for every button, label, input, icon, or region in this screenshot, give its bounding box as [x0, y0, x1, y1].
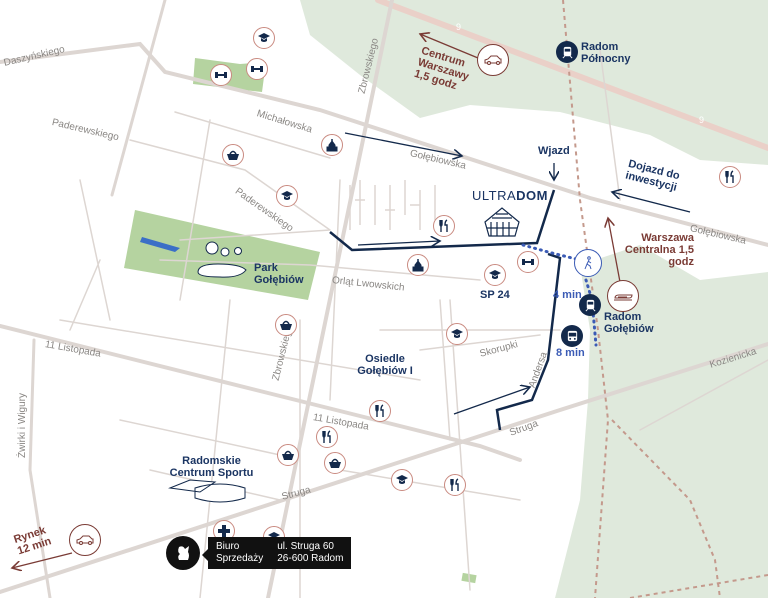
shop-poi[interactable]	[277, 444, 299, 466]
train-icon	[584, 299, 597, 312]
church-poi[interactable]	[407, 254, 429, 276]
gym-poi[interactable]	[517, 251, 539, 273]
sales-office-title: Biuro	[216, 541, 240, 552]
access-route	[329, 189, 562, 431]
pedestrian-icon	[584, 256, 592, 270]
restaurant-poi[interactable]	[719, 166, 741, 188]
bus-time-label: 8 min	[556, 347, 585, 359]
griffin-logo-icon	[166, 536, 200, 570]
restaurant-poi[interactable]	[444, 474, 466, 496]
building-outlines	[349, 180, 436, 230]
graduation-cap-icon	[257, 31, 271, 45]
shopping-basket-icon	[281, 448, 295, 462]
fork-knife-icon	[437, 219, 451, 233]
svg-text:9: 9	[456, 22, 461, 32]
bus-stop[interactable]	[561, 325, 583, 347]
car-icon	[483, 53, 503, 67]
shopping-basket-icon	[328, 456, 342, 470]
high-speed-train-icon	[613, 289, 633, 303]
road-9	[375, 0, 768, 151]
restaurant-poi[interactable]	[369, 400, 391, 422]
walk-time-label: 4 min	[553, 289, 582, 301]
graduation-cap-icon	[450, 327, 464, 341]
graduation-cap-icon	[395, 473, 409, 487]
restaurant-poi[interactable]	[433, 215, 455, 237]
dumbbell-icon	[250, 62, 264, 76]
sport-center-label: Radomskie Centrum Sportu	[169, 455, 254, 479]
sales-office-postcode: 26-600 Radom	[277, 553, 344, 564]
sport-center-building-icon	[168, 479, 246, 503]
fork-knife-icon	[448, 478, 462, 492]
train-station-radom-golebiow[interactable]	[579, 294, 601, 316]
sp24-label: SP 24	[480, 289, 510, 301]
park-label: Park Gołębiów	[254, 262, 304, 286]
osiedle-label: Osiedle Gołębiów I	[357, 353, 413, 377]
railway	[562, 0, 768, 598]
ultradom-logo: ULTRADOM	[472, 188, 548, 203]
fork-knife-icon	[320, 430, 334, 444]
fork-knife-icon	[723, 170, 737, 184]
street-label-zwirki-i-wigury: Żwirki i Wigury	[17, 393, 28, 458]
dumbbell-icon	[214, 68, 228, 82]
shop-poi[interactable]	[324, 452, 346, 474]
shop-poi[interactable]	[275, 314, 297, 336]
restaurant-poi[interactable]	[316, 426, 338, 448]
church-icon	[325, 138, 339, 152]
direction-arrows	[12, 34, 691, 568]
graduation-cap-icon	[280, 189, 294, 203]
park-trees-icon	[197, 241, 247, 278]
train-station-radom-polnocny[interactable]	[556, 41, 578, 63]
warszawa-centralna-label: Warszawa Centralna 1,5 godz	[624, 232, 694, 268]
svg-text:9: 9	[699, 115, 704, 125]
walking-route	[521, 243, 598, 347]
school-poi[interactable]	[484, 264, 506, 286]
gym-poi[interactable]	[246, 58, 268, 80]
car-marker-warszawa[interactable]	[477, 44, 509, 76]
shopping-basket-icon	[226, 148, 240, 162]
church-icon	[411, 258, 425, 272]
school-poi[interactable]	[276, 185, 298, 207]
gym-poi[interactable]	[210, 64, 232, 86]
bus-icon	[566, 330, 579, 343]
fork-knife-icon	[373, 404, 387, 418]
road-number-badges: 9 9	[456, 22, 704, 125]
radom-golebiow-label: Radom Gołębiów	[604, 311, 654, 335]
pond	[140, 237, 180, 252]
school-poi[interactable]	[446, 323, 468, 345]
shopping-basket-icon	[279, 318, 293, 332]
train-marker-warszawa-centralna[interactable]	[607, 280, 639, 312]
school-poi[interactable]	[253, 27, 275, 49]
sales-office-title-2: Sprzedaży	[216, 553, 264, 564]
sales-office-address: ul. Struga 60	[277, 541, 334, 552]
walking-marker[interactable]	[574, 249, 602, 277]
green-areas	[124, 0, 768, 598]
school-poi[interactable]	[391, 469, 413, 491]
train-icon	[561, 46, 574, 59]
wjazd-label: Wjazd	[538, 145, 570, 157]
car-icon	[75, 533, 95, 547]
shop-poi[interactable]	[222, 144, 244, 166]
graduation-cap-icon	[488, 268, 502, 282]
ultradom-building-icon	[484, 207, 520, 237]
car-marker-rynek[interactable]	[69, 524, 101, 556]
dumbbell-icon	[521, 255, 535, 269]
church-poi[interactable]	[321, 134, 343, 156]
radom-polnocny-label: Radom Północny	[581, 41, 631, 65]
